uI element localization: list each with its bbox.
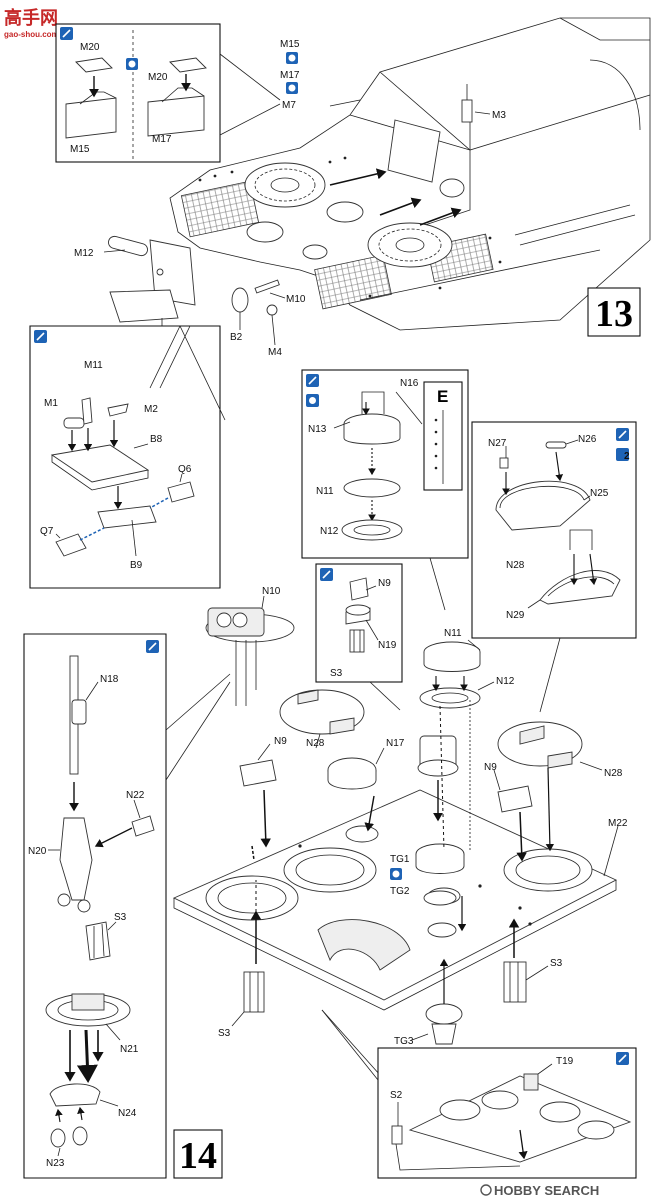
- label-N26: N26: [578, 434, 597, 445]
- watermark-brand: HOBBY SEARCH: [494, 1183, 599, 1198]
- label-N28-b: N28: [306, 738, 325, 749]
- label-B8-detail: B8: [150, 434, 163, 445]
- label-S3: S3: [330, 668, 343, 679]
- label-M11: M11: [84, 360, 103, 371]
- detail-box-m15-m17: [55, 23, 281, 163]
- label-M1: M1: [44, 398, 58, 409]
- label-M3: M3: [492, 110, 506, 121]
- label-Q7: Q7: [40, 526, 54, 537]
- label-N28-c: N28: [604, 768, 623, 779]
- label-M22: M22: [608, 818, 628, 829]
- watermark-hanzi: 高手网: [4, 7, 58, 28]
- glue-icon: [286, 52, 298, 64]
- step14-box: [173, 1129, 223, 1179]
- label-N16: N16: [400, 378, 419, 389]
- label-N28: N28: [506, 560, 525, 571]
- label-M15: M15: [70, 144, 90, 155]
- badge-two: 2: [624, 451, 630, 462]
- label-N13: N13: [308, 424, 327, 435]
- label-N29: N29: [506, 610, 525, 621]
- label-N17: N17: [386, 738, 405, 749]
- label-N12-b: N12: [496, 676, 515, 687]
- detail-box-n13-cupola: [301, 369, 469, 611]
- label-N12: N12: [320, 526, 339, 537]
- label-N11: N11: [316, 486, 334, 497]
- label-N19: N19: [378, 640, 397, 651]
- label-B2: B2: [230, 332, 243, 343]
- label-M15-top: M15: [280, 39, 300, 50]
- step-number-13: 13: [595, 293, 633, 335]
- label-N24: N24: [118, 1108, 137, 1119]
- detail-box-n9-n19: [315, 563, 403, 711]
- detail-box-s2-t19: [321, 1009, 637, 1179]
- label-N23: N23: [46, 1158, 65, 1169]
- step-number-14: 14: [179, 1135, 217, 1177]
- label-M17: M17: [152, 134, 172, 145]
- step13-hull-drawing: [103, 17, 651, 346]
- label-N11-b: N11: [444, 628, 462, 639]
- glue-icon: [390, 868, 402, 880]
- watermark-bottom: HOBBY SEARCH: [480, 1183, 599, 1198]
- detail-box-n28-hatch: [471, 421, 637, 713]
- label-N18: N18: [100, 674, 119, 685]
- pointer-icon: [60, 27, 73, 40]
- label-TG3: TG3: [394, 1036, 414, 1047]
- label-N9: N9: [378, 578, 391, 589]
- label-N22: N22: [126, 790, 145, 801]
- label-N25: N25: [590, 488, 609, 499]
- watermark-domain: gao-shou.com: [4, 30, 59, 39]
- insert-letter-E: E: [437, 387, 448, 406]
- label-M20-b: M20: [148, 72, 168, 83]
- label-Q6: Q6: [178, 464, 192, 475]
- floating-parts: [231, 639, 603, 1076]
- label-M20-a: M20: [80, 42, 100, 53]
- label-T19: T19: [556, 1056, 574, 1067]
- label-B9: B9: [130, 560, 143, 571]
- n10-periscope: [205, 595, 295, 706]
- detail-box-n18-stand: [23, 633, 231, 1179]
- label-S3-d: S3: [550, 958, 563, 969]
- label-S2: S2: [390, 1090, 403, 1101]
- label-TG2: TG2: [390, 886, 410, 897]
- label-N9-b: N9: [274, 736, 287, 747]
- step13-box: [587, 287, 641, 337]
- watermark-top: 高手网 gao-shou.com: [4, 7, 59, 39]
- label-M2: M2: [144, 404, 158, 415]
- label-TG1: TG1: [390, 854, 410, 865]
- label-N27: N27: [488, 438, 507, 449]
- label-M12: M12: [74, 248, 94, 259]
- glue-icon: [286, 82, 298, 94]
- label-N9-c: N9: [484, 762, 497, 773]
- label-M7: M7: [282, 100, 296, 111]
- label-S3-b: S3: [114, 912, 127, 923]
- label-M10: M10: [286, 294, 306, 305]
- label-M4: M4: [268, 347, 282, 358]
- label-S3-c: S3: [218, 1028, 231, 1039]
- label-N10: N10: [262, 586, 281, 597]
- m22-upper-plate: [172, 789, 619, 1011]
- label-M17-top: M17: [280, 70, 300, 81]
- detail-box-b8-hatch: [29, 325, 226, 589]
- label-N20: N20: [28, 846, 47, 857]
- label-N21: N21: [120, 1044, 139, 1055]
